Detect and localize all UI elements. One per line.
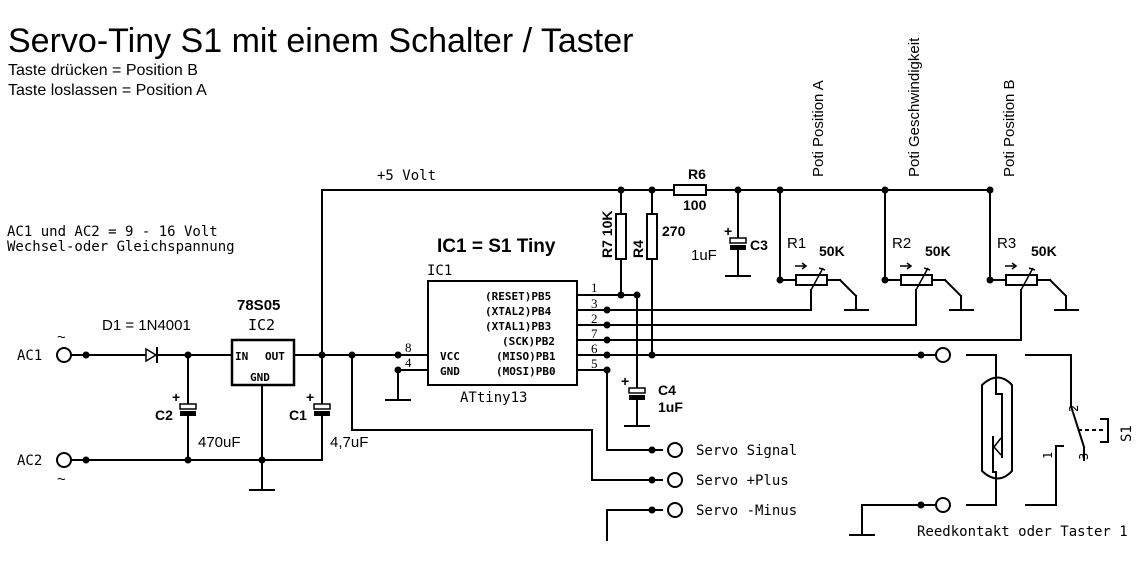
mcu-ic1 bbox=[427, 280, 578, 386]
poti-r2 bbox=[881, 189, 974, 311]
mcu-pin-pb3: (XTAL1)PB3 bbox=[485, 320, 551, 333]
resistor-r6 bbox=[673, 184, 707, 196]
mcu-left-pins bbox=[385, 354, 429, 401]
poti-r2-ref: R2 bbox=[892, 235, 911, 252]
c4-value: 1uF bbox=[658, 399, 683, 415]
mcu-pin-pb5-num: 1 bbox=[591, 280, 598, 295]
r6-ref: R6 bbox=[688, 166, 706, 182]
mcu-ref: IC1 bbox=[427, 263, 452, 279]
note-supply-voltage: AC1 und AC2 = 9 - 16 Volt bbox=[7, 224, 218, 240]
ac2-label: AC2 bbox=[17, 453, 42, 469]
mcu-pin-pb4-num: 3 bbox=[591, 296, 598, 311]
plus5v-rail bbox=[321, 186, 994, 194]
diode-d1 bbox=[145, 347, 158, 363]
mcu-pin-pb2-num: 7 bbox=[591, 326, 598, 341]
poti-r3 bbox=[986, 189, 1079, 311]
mcu-pin-pb1-num: 6 bbox=[591, 341, 598, 356]
mcu-heading: IC1 = S1 Tiny bbox=[437, 236, 556, 257]
reed-ground-wire bbox=[849, 501, 937, 536]
reed-terminal-top bbox=[935, 347, 951, 363]
servo-signal-label: Servo Signal bbox=[696, 443, 797, 459]
servo-minus-label: Servo -Minus bbox=[696, 503, 797, 519]
note-press: Taste drücken = Position B bbox=[8, 62, 198, 79]
regulator-ic2 bbox=[230, 338, 296, 387]
r7-label: R7 10K bbox=[599, 211, 615, 258]
regulator-output-wire bbox=[293, 189, 402, 359]
c3-value: 1uF bbox=[691, 247, 717, 264]
r4-ref: R4 bbox=[630, 240, 646, 258]
switch-pin3: 3 bbox=[1077, 453, 1091, 460]
c2-plus: + bbox=[172, 389, 180, 405]
mcu-pin-pb0-num: 5 bbox=[591, 356, 598, 371]
switch-s1 bbox=[1025, 354, 1109, 506]
mcu-pin-pb0: (MOSI)PB0 bbox=[496, 365, 556, 378]
note-release: Taste loslassen = Position A bbox=[8, 82, 207, 99]
regulator-pin-in: IN bbox=[235, 350, 248, 363]
mcu-pin-vcc-num: 8 bbox=[405, 340, 412, 355]
poti-r1-ref: R1 bbox=[787, 235, 806, 252]
c1-plus: + bbox=[306, 389, 314, 405]
c2-ref: C2 bbox=[155, 407, 173, 423]
servo-plus-label: Servo +Plus bbox=[696, 473, 789, 489]
c1-value: 4,7uF bbox=[330, 434, 368, 451]
mcu-pin-vcc: VCC bbox=[440, 350, 460, 363]
servo-minus-wire bbox=[606, 509, 663, 541]
reed-terminal-bottom bbox=[935, 497, 951, 513]
ac1-label: AC1 bbox=[17, 348, 42, 364]
note-supply-type: Wechsel-oder Gleichspannung bbox=[7, 239, 235, 255]
capacitor-c3 bbox=[725, 189, 751, 277]
mcu-pin-pb2: (SCK)PB2 bbox=[502, 335, 555, 348]
mcu-pin-gnd: GND bbox=[440, 365, 460, 378]
reed-contact bbox=[966, 354, 1013, 506]
poti-r1 bbox=[776, 189, 869, 311]
regulator-ref: IC2 bbox=[248, 316, 275, 334]
c1-ref: C1 bbox=[289, 407, 307, 423]
poti-r1-value: 50K bbox=[819, 243, 845, 259]
mcu-pin-pb4: (XTAL2)PB4 bbox=[485, 305, 552, 318]
regulator-pin-gnd: GND bbox=[250, 371, 270, 384]
servo-terminals bbox=[648, 442, 683, 518]
poti-r1-caption: Poti Position A bbox=[810, 80, 827, 177]
resistor-r7 bbox=[615, 189, 627, 296]
mcu-pin-pb3-num: 2 bbox=[591, 311, 598, 326]
capacitor-c2 bbox=[179, 354, 197, 461]
r6-value: 100 bbox=[683, 197, 707, 213]
ac2-terminal bbox=[56, 452, 72, 468]
mcu-right-wires bbox=[576, 289, 1022, 451]
poti-r3-value: 50K bbox=[1031, 243, 1057, 259]
poti-r3-ref: R3 bbox=[997, 235, 1016, 252]
switch-pin2: 2 bbox=[1067, 405, 1081, 412]
rail-label: +5 Volt bbox=[377, 168, 436, 184]
poti-r2-caption: Poti Geschwindigkeit bbox=[906, 37, 923, 177]
capacitor-c1 bbox=[313, 354, 331, 461]
c3-ref: C3 bbox=[750, 237, 768, 253]
r4-value: 270 bbox=[662, 223, 686, 239]
c3-plus: + bbox=[724, 223, 732, 239]
resistor-r4 bbox=[646, 189, 658, 356]
poti-r3-caption: Poti Position B bbox=[1001, 79, 1018, 177]
regulator-pin-out: OUT bbox=[265, 350, 285, 363]
ac1-tilde: ~ bbox=[57, 329, 66, 346]
ac1-terminal bbox=[56, 347, 72, 363]
switch-ref: S1 bbox=[1119, 425, 1135, 442]
mcu-pin-pb1: (MISO)PB1 bbox=[496, 350, 556, 363]
c4-ref: C4 bbox=[658, 382, 676, 398]
ac2-ground-wire bbox=[70, 384, 323, 491]
ac1-wire bbox=[70, 351, 233, 359]
c2-value: 470uF bbox=[198, 434, 241, 451]
mcu-pin-gnd-num: 4 bbox=[405, 355, 412, 370]
diode-label: D1 = 1N4001 bbox=[102, 317, 191, 334]
mcu-pin-pb5: (RESET)PB5 bbox=[485, 290, 551, 303]
regulator-type: 78S05 bbox=[237, 297, 280, 314]
page-title: Servo-Tiny S1 mit einem Schalter / Taste… bbox=[8, 22, 633, 60]
capacitor-c4 bbox=[624, 387, 650, 427]
switch-caption: Reedkontakt oder Taster 1 bbox=[917, 524, 1128, 540]
switch-pin1: 1 bbox=[1041, 452, 1055, 459]
mcu-part: ATtiny13 bbox=[460, 390, 527, 406]
c4-plus: + bbox=[621, 373, 629, 389]
ac2-tilde: ~ bbox=[57, 471, 66, 488]
poti-r2-value: 50K bbox=[925, 243, 951, 259]
